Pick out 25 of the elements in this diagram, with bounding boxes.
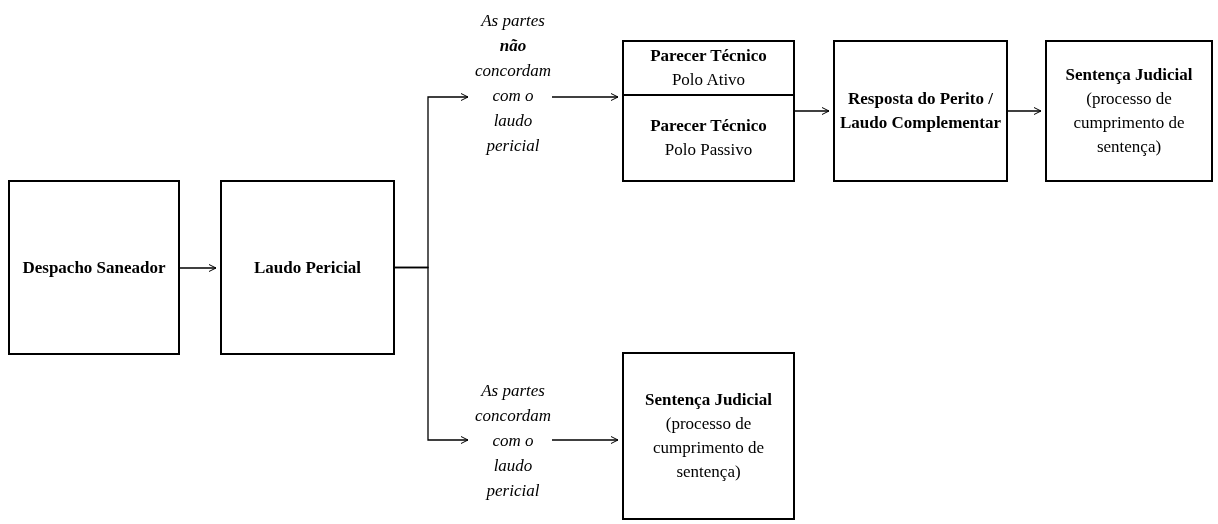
box-text: (processo de cumprimento de sentença): [1072, 88, 1186, 158]
process-box: [833, 40, 1008, 182]
arrow: [394, 266, 469, 444]
condition-label: As partes concordam com o laudo pericial: [474, 380, 552, 502]
box-heading: Sentença Judicial: [644, 389, 772, 411]
arrow: [794, 107, 830, 115]
arrow: [551, 93, 619, 101]
process-box: [220, 180, 395, 355]
box-heading: Laudo Pericial: [253, 256, 362, 279]
arrow: [551, 436, 619, 444]
box-heading: Resposta do Perito / Laudo Complementar: [839, 88, 1002, 134]
box-text: (processo de cumprimento de sentença): [652, 413, 765, 483]
box-heading: Parecer Técnico: [650, 45, 767, 67]
box-heading: Parecer Técnico: [650, 115, 767, 137]
box-text: Polo Passivo: [664, 139, 753, 161]
arrow: [179, 264, 217, 272]
process-box: [1045, 40, 1213, 182]
condition-label: As partes não concordam com o laudo pericial: [474, 10, 552, 157]
group-box: [622, 40, 795, 182]
box-heading: Sentença Judicial: [1065, 64, 1193, 86]
process-box: [622, 352, 795, 520]
box-heading: Despacho Saneador: [22, 256, 166, 279]
box-text: Polo Ativo: [671, 69, 746, 91]
arrow: [1007, 107, 1042, 115]
process-box: [8, 180, 180, 355]
